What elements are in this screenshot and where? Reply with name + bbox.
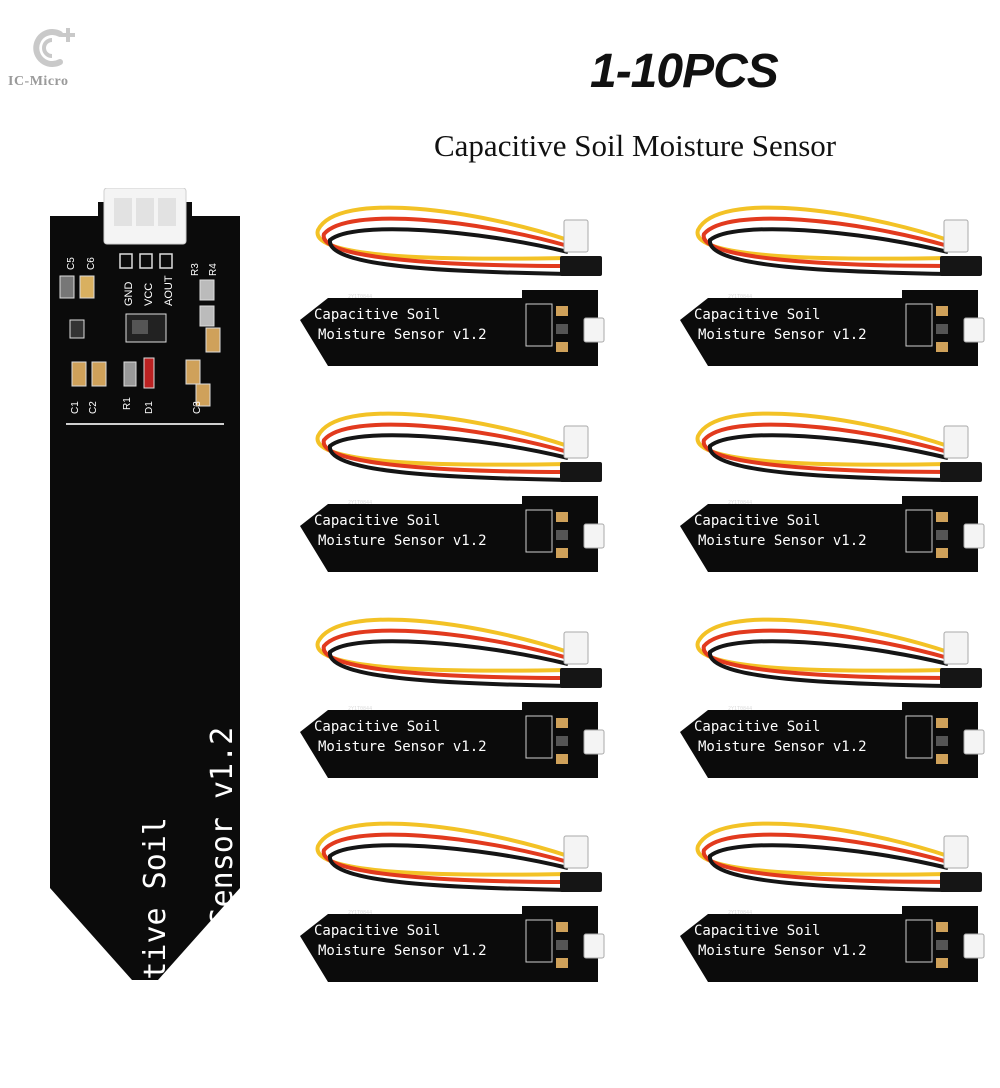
kit-label-line2: Moisture Sensor v1.2 bbox=[318, 327, 487, 343]
big-sensor-label-line2: Moisture Sensor v1.2 bbox=[205, 726, 240, 1088]
brand-logo: IC-Micro bbox=[8, 22, 108, 102]
kit-part-number: 2Y1T0844 bbox=[728, 500, 753, 506]
svg-text:C6: C6 bbox=[86, 257, 97, 270]
sensor-kit: 2Y1T0844 Capacitive Soil Moisture Sensor… bbox=[298, 806, 628, 994]
svg-text:C5: C5 bbox=[66, 257, 77, 270]
sensor-kit: 2Y1T0844 Capacitive Soil Moisture Sensor… bbox=[298, 396, 628, 584]
svg-text:R1: R1 bbox=[122, 397, 133, 410]
c-plus-logo-icon bbox=[33, 28, 75, 67]
kit-label-line1: Capacitive Soil bbox=[694, 923, 821, 939]
sensor-kit-art bbox=[680, 617, 985, 778]
kit-part-number: 2Y1T0844 bbox=[348, 910, 373, 916]
svg-text:C2: C2 bbox=[88, 401, 99, 414]
sensor-kit-art bbox=[300, 411, 605, 572]
svg-text:C1: C1 bbox=[70, 401, 81, 414]
svg-text:GND: GND bbox=[123, 282, 135, 307]
sensor-kit-art bbox=[680, 821, 985, 982]
headline: 1-10PCS bbox=[590, 45, 779, 98]
kit-part-number: 2Y1T0844 bbox=[348, 706, 373, 712]
subheadline: Capacitive Soil Moisture Sensor bbox=[434, 128, 837, 163]
kit-label-line1: Capacitive Soil bbox=[314, 923, 441, 939]
kit-part-number: 2Y1T0844 bbox=[728, 294, 753, 300]
sensor-kit: 2Y1T0844 Capacitive Soil Moisture Sensor… bbox=[678, 602, 1000, 790]
svg-text:AOUT: AOUT bbox=[163, 275, 175, 306]
big-sensor-label-line1: Capacitive Soil bbox=[138, 817, 173, 1088]
svg-text:R4: R4 bbox=[208, 263, 219, 276]
kit-label-line1: Capacitive Soil bbox=[314, 513, 441, 529]
kit-label-line2: Moisture Sensor v1.2 bbox=[318, 533, 487, 549]
kit-label-line2: Moisture Sensor v1.2 bbox=[698, 739, 867, 755]
svg-text:VCC: VCC bbox=[143, 283, 155, 306]
kit-label-line2: Moisture Sensor v1.2 bbox=[698, 533, 867, 549]
big-sensor-pcb: GND VCC AOUT C5 C6 R3 R4 C1 C2 R1 D1 C3 bbox=[50, 187, 240, 980]
sensor-kit-art bbox=[300, 205, 605, 366]
kit-part-number: 2Y1T0844 bbox=[728, 910, 753, 916]
brand-name: IC-Micro bbox=[8, 74, 69, 89]
svg-text:C3: C3 bbox=[192, 401, 203, 414]
kit-label-line1: Capacitive Soil bbox=[694, 307, 821, 323]
svg-text:R3: R3 bbox=[190, 263, 201, 276]
sensor-kit: 2Y1T0844 Capacitive Soil Moisture Sensor… bbox=[298, 602, 628, 790]
kit-label-line1: Capacitive Soil bbox=[694, 513, 821, 529]
kit-part-number: 2Y1T0844 bbox=[728, 706, 753, 712]
big-sensor-board: GND VCC AOUT C5 C6 R3 R4 C1 C2 R1 D1 C3 … bbox=[48, 187, 242, 1088]
kit-part-number: 2Y1T0844 bbox=[348, 294, 373, 300]
kit-label-line2: Moisture Sensor v1.2 bbox=[318, 943, 487, 959]
kit-label-line1: Capacitive Soil bbox=[314, 719, 441, 735]
sensor-kit-art bbox=[680, 411, 985, 572]
sensor-kit-art bbox=[300, 617, 605, 778]
sensor-kit: 2Y1T0844 Capacitive Soil Moisture Sensor… bbox=[678, 806, 1000, 994]
sensor-kit: 2Y1T0844 Capacitive Soil Moisture Sensor… bbox=[678, 396, 1000, 584]
kit-part-number: 2Y1T0844 bbox=[348, 500, 373, 506]
sensor-kit-art bbox=[300, 821, 605, 982]
sensor-kit-art bbox=[680, 205, 985, 366]
kit-label-line2: Moisture Sensor v1.2 bbox=[698, 327, 867, 343]
sensor-kit: 2Y1T0844 Capacitive Soil Moisture Sensor… bbox=[298, 190, 628, 378]
kit-label-line2: Moisture Sensor v1.2 bbox=[698, 943, 867, 959]
sensor-kit: 2Y1T0844 Capacitive Soil Moisture Sensor… bbox=[678, 190, 1000, 378]
kit-label-line1: Capacitive Soil bbox=[314, 307, 441, 323]
svg-text:D1: D1 bbox=[144, 401, 155, 414]
kit-label-line1: Capacitive Soil bbox=[694, 719, 821, 735]
kit-label-line2: Moisture Sensor v1.2 bbox=[318, 739, 487, 755]
